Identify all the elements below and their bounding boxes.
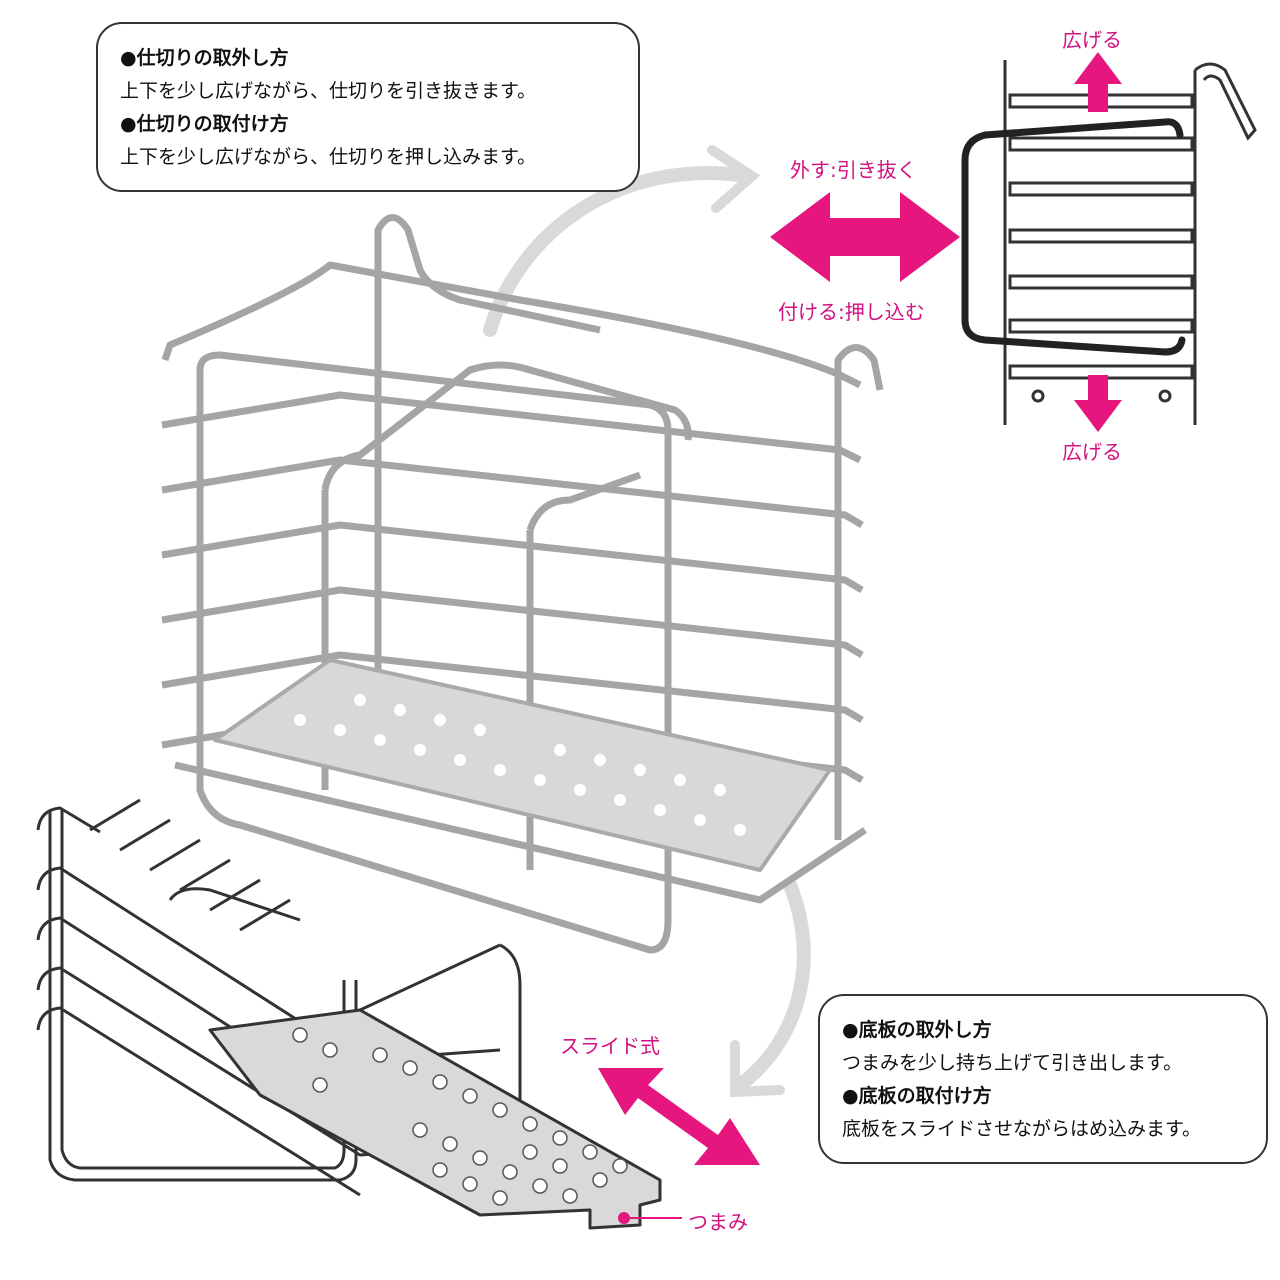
- slide-double-arrow: [598, 1068, 760, 1165]
- tab-label: つまみ: [688, 1210, 748, 1234]
- bottom-remove-text: つまみを少し持ち上げて引き出します。: [842, 1052, 1183, 1074]
- bottom-remove-heading: ●底板の取外し方: [842, 1019, 992, 1041]
- remove-pull-label: 外す:引き抜く: [790, 158, 917, 182]
- partition-outline: [961, 118, 1186, 356]
- curved-arrow-top: [483, 145, 761, 337]
- partition-attach-heading: ●仕切りの取付け方: [120, 113, 289, 135]
- partition-remove-text: 上下を少し広げながら、仕切りを引き抜きます。: [120, 80, 537, 102]
- spread-down-arrow: [1074, 375, 1122, 432]
- attach-push-label: 付ける:押し込む: [778, 300, 925, 324]
- bottom-attach-heading: ●底板の取付け方: [842, 1085, 992, 1107]
- curved-arrow-bottom: [730, 878, 811, 1098]
- partition-instructions: ●仕切りの取外し方 上下を少し広げながら、仕切りを引き抜きます。 ●仕切りの取付…: [96, 22, 640, 192]
- bottom-attach-text: 底板をスライドさせながらはめ込みます。: [842, 1118, 1202, 1140]
- side-view-diagram: [1003, 60, 1257, 425]
- spread-up-arrow: [1074, 52, 1122, 112]
- tab-pointer: [618, 1212, 682, 1224]
- bottom-plate-instructions: ●底板の取外し方 つまみを少し持ち上げて引き出します。 ●底板の取付け方 底板を…: [818, 994, 1268, 1164]
- slide-type-label: スライド式: [560, 1034, 660, 1058]
- partition-remove-heading: ●仕切りの取外し方: [120, 47, 289, 69]
- partition-attach-text: 上下を少し広げながら、仕切りを押し込みます。: [120, 146, 537, 168]
- tray-holes: [294, 694, 746, 836]
- spread-top-label: 広げる: [1062, 28, 1122, 52]
- spread-bottom-label: 広げる: [1062, 440, 1122, 464]
- slide-tray-holes: [292, 1027, 628, 1206]
- wire-basket: [161, 214, 884, 954]
- line-drawing-basket: [36, 798, 522, 1197]
- double-arrow-horizontal: [770, 192, 960, 282]
- slide-tray: [208, 1008, 662, 1230]
